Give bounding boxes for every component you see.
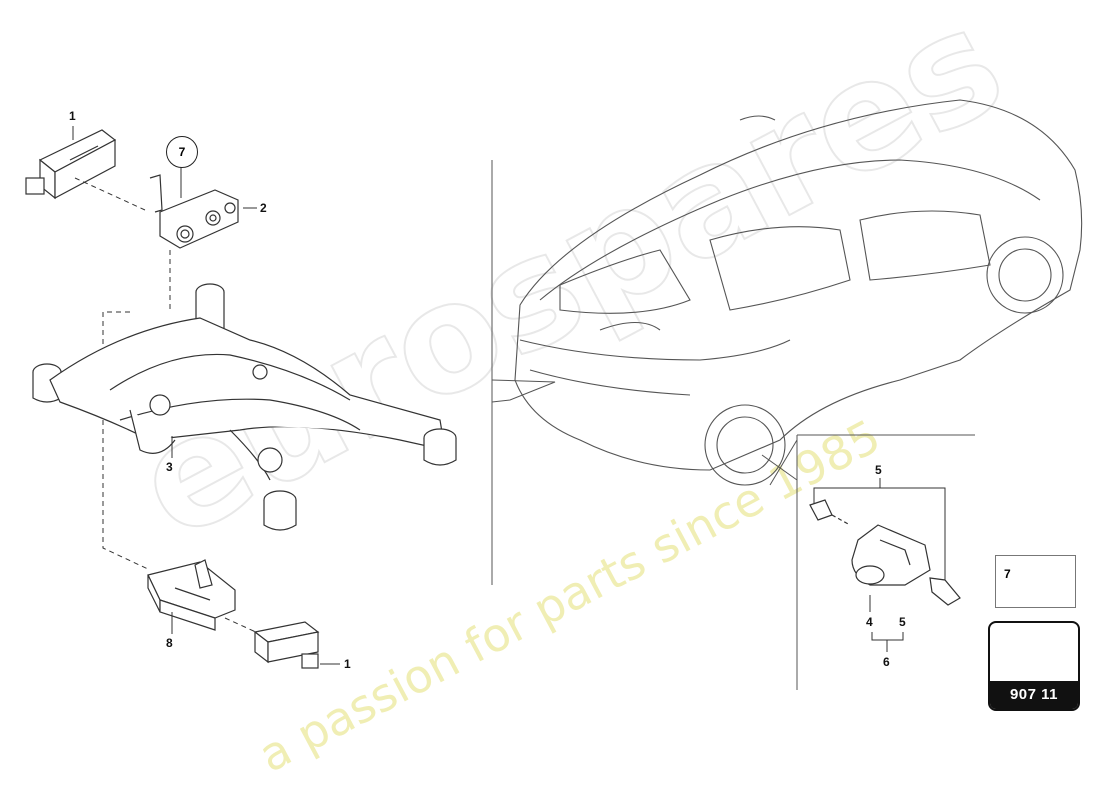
legend-number-7: 7 bbox=[1004, 567, 1011, 581]
subframe bbox=[32, 283, 457, 531]
callout-1-bottom: 1 bbox=[344, 657, 351, 671]
page-reference-badge: 907 11 bbox=[988, 621, 1080, 711]
holder bbox=[147, 559, 236, 631]
control-module-top bbox=[25, 129, 117, 200]
bracket bbox=[149, 174, 239, 249]
callout-4: 4 bbox=[866, 615, 873, 629]
callout-6: 6 bbox=[883, 655, 890, 669]
legend-box: 7 bbox=[995, 555, 1076, 608]
tpms-sensor bbox=[809, 499, 961, 606]
callout-7-circle: 7 bbox=[166, 136, 198, 168]
callout-2: 2 bbox=[260, 201, 267, 215]
callout-8: 8 bbox=[166, 636, 173, 650]
callout-5-bottom: 5 bbox=[899, 615, 906, 629]
control-module-bottom bbox=[253, 621, 320, 669]
page-reference-code: 907 11 bbox=[990, 681, 1078, 709]
callout-1-top: 1 bbox=[69, 109, 76, 123]
callout-3: 3 bbox=[166, 460, 173, 474]
vehicle bbox=[514, 99, 1083, 486]
callout-5-top: 5 bbox=[875, 463, 882, 477]
